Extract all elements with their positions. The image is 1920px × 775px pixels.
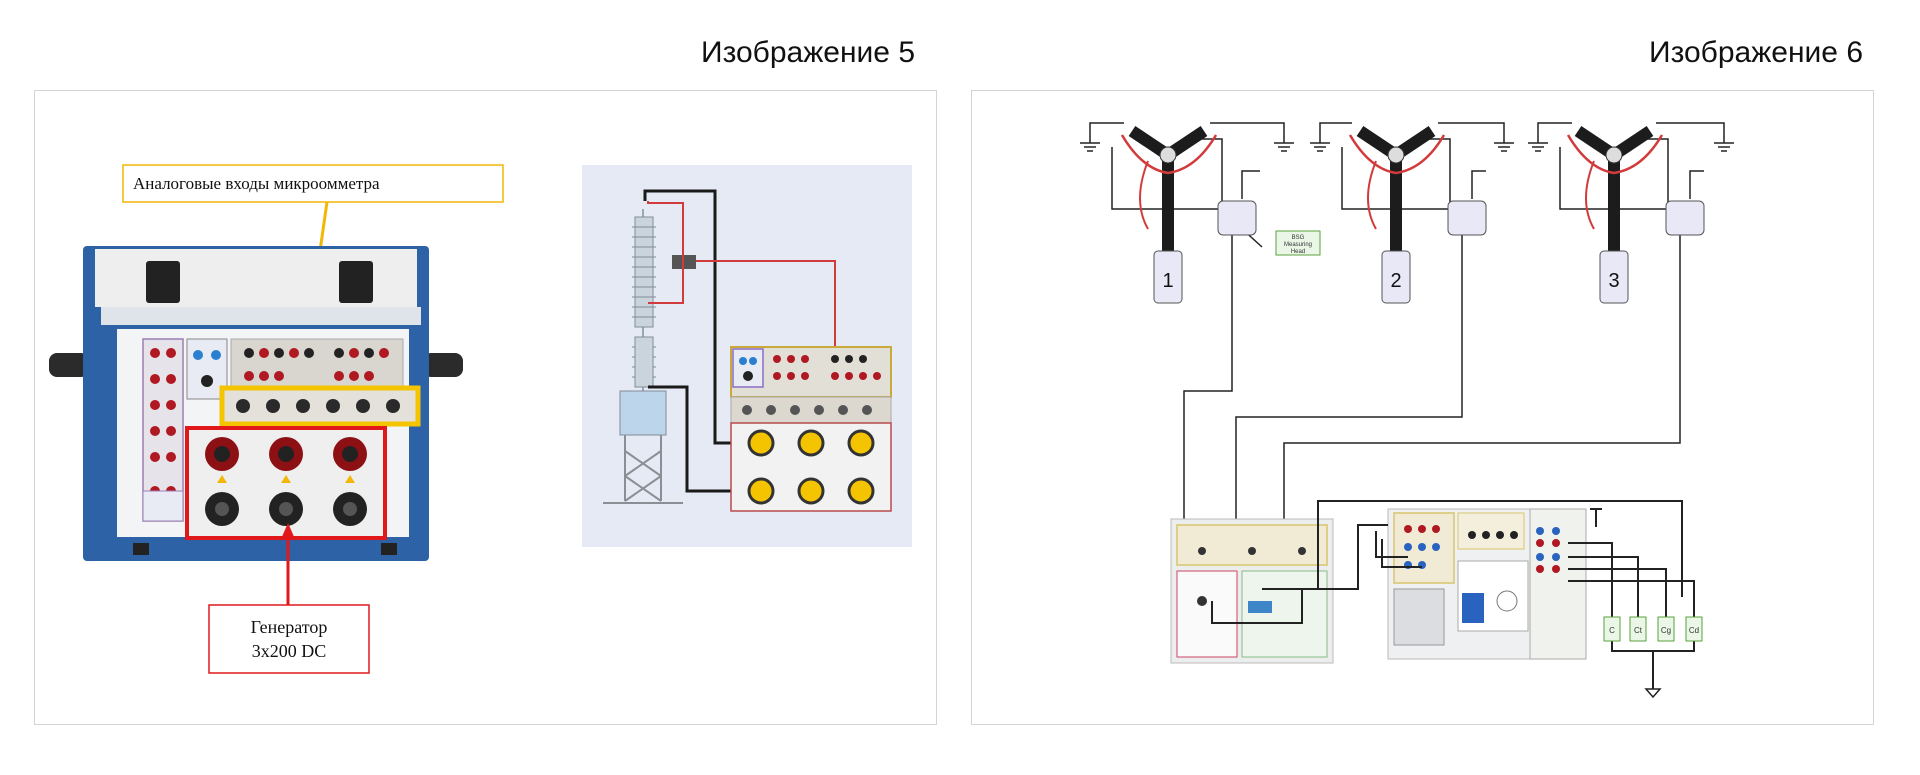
bushing-label-2: 2 xyxy=(1390,270,1401,292)
bushing-label-3: 3 xyxy=(1608,270,1619,292)
panel-image-5: Аналоговые входы микроомметра xyxy=(34,90,937,725)
capacitor-label-cg: Cg xyxy=(1661,626,1671,635)
measuring-head-line1: BSG xyxy=(1292,235,1305,241)
bushing-3 xyxy=(1566,126,1705,304)
bushing-1 xyxy=(1120,126,1257,304)
bushing-label-1: 1 xyxy=(1162,270,1173,292)
caption-right: Изображение 6 xyxy=(1649,36,1863,69)
figure-6-drawing: 1 2 3 BSG Measuring Head xyxy=(1080,122,1734,699)
figure-5-drawing: Аналоговые входы микроомметра xyxy=(49,164,912,674)
capacitor-label-cd: Cd xyxy=(1689,626,1699,635)
capacitor-bank xyxy=(1603,616,1703,642)
callout-box-generator xyxy=(208,604,370,674)
ground-symbol xyxy=(1644,688,1662,699)
caption-left: Изображение 5 xyxy=(701,36,915,69)
arrow-head-generator xyxy=(281,523,295,539)
callout-generator-line2: 3x200 DC xyxy=(252,641,327,661)
measuring-head-line3: Head xyxy=(1291,249,1305,255)
test-set-right xyxy=(1387,508,1587,660)
bushing-2 xyxy=(1348,126,1487,304)
callout-inputs-label: Аналоговые входы микроомметра xyxy=(133,174,380,193)
capacitor-label-ct: Ct xyxy=(1634,626,1643,635)
capacitor-label-c: C xyxy=(1609,626,1615,635)
callout-box-inputs xyxy=(122,164,504,203)
measuring-head-note xyxy=(1275,230,1321,256)
mini-generator-sockets xyxy=(747,429,875,505)
wiring-scene xyxy=(582,165,912,547)
measuring-head-line2: Measuring xyxy=(1284,242,1312,248)
generator-sockets xyxy=(205,437,367,526)
panel-image-6: 1 2 3 BSG Measuring Head xyxy=(971,90,1874,725)
microohmmeter-device xyxy=(49,246,463,561)
test-set-left xyxy=(1170,518,1334,664)
callout-generator-line1: Генератор xyxy=(251,617,328,637)
